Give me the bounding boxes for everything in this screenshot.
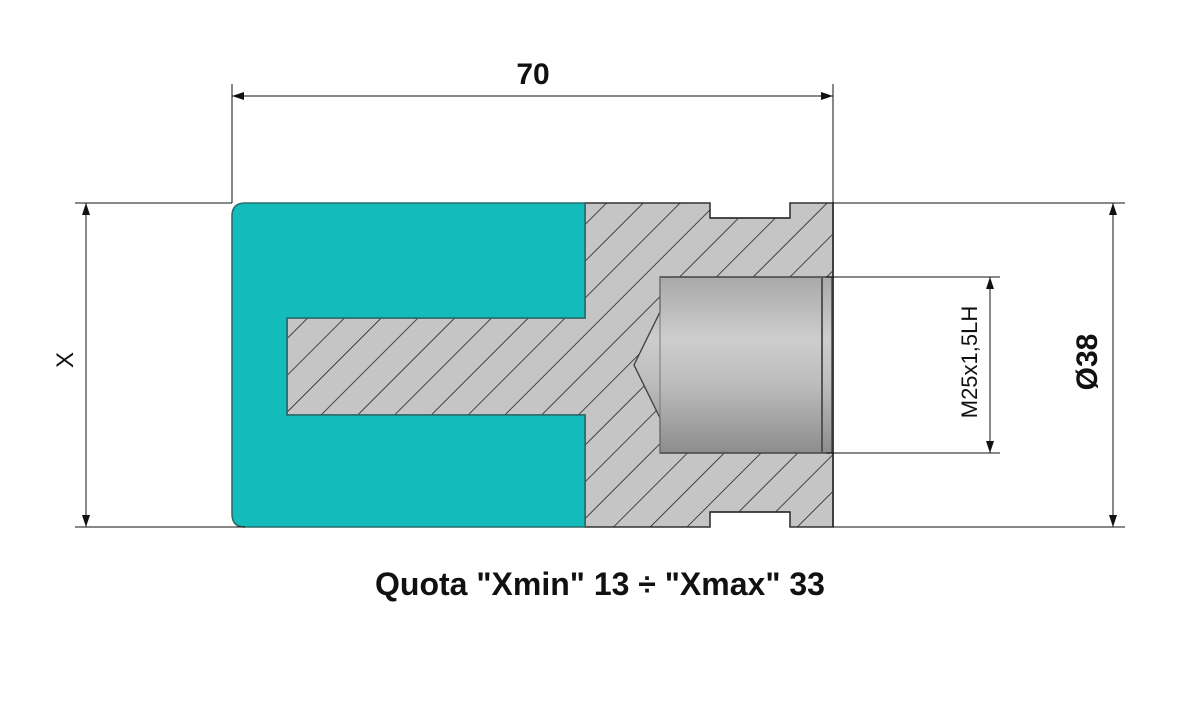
length-dimension: 70	[231, 58, 834, 203]
diameter-dimension: Ø38	[833, 202, 1125, 528]
thread-dimension: M25x1,5LH	[826, 276, 1000, 454]
diameter-value: Ø38	[1071, 334, 1104, 391]
length-value: 70	[516, 58, 549, 91]
height-value: X	[52, 352, 79, 368]
polymer-cover-section	[231, 202, 586, 528]
thread-value: M25x1,5LH	[957, 306, 982, 419]
height-dimension: X	[52, 202, 245, 528]
caption-text: Quota "Xmin" 13 ÷ "Xmax" 33	[375, 566, 825, 602]
threaded-bore	[633, 276, 833, 454]
